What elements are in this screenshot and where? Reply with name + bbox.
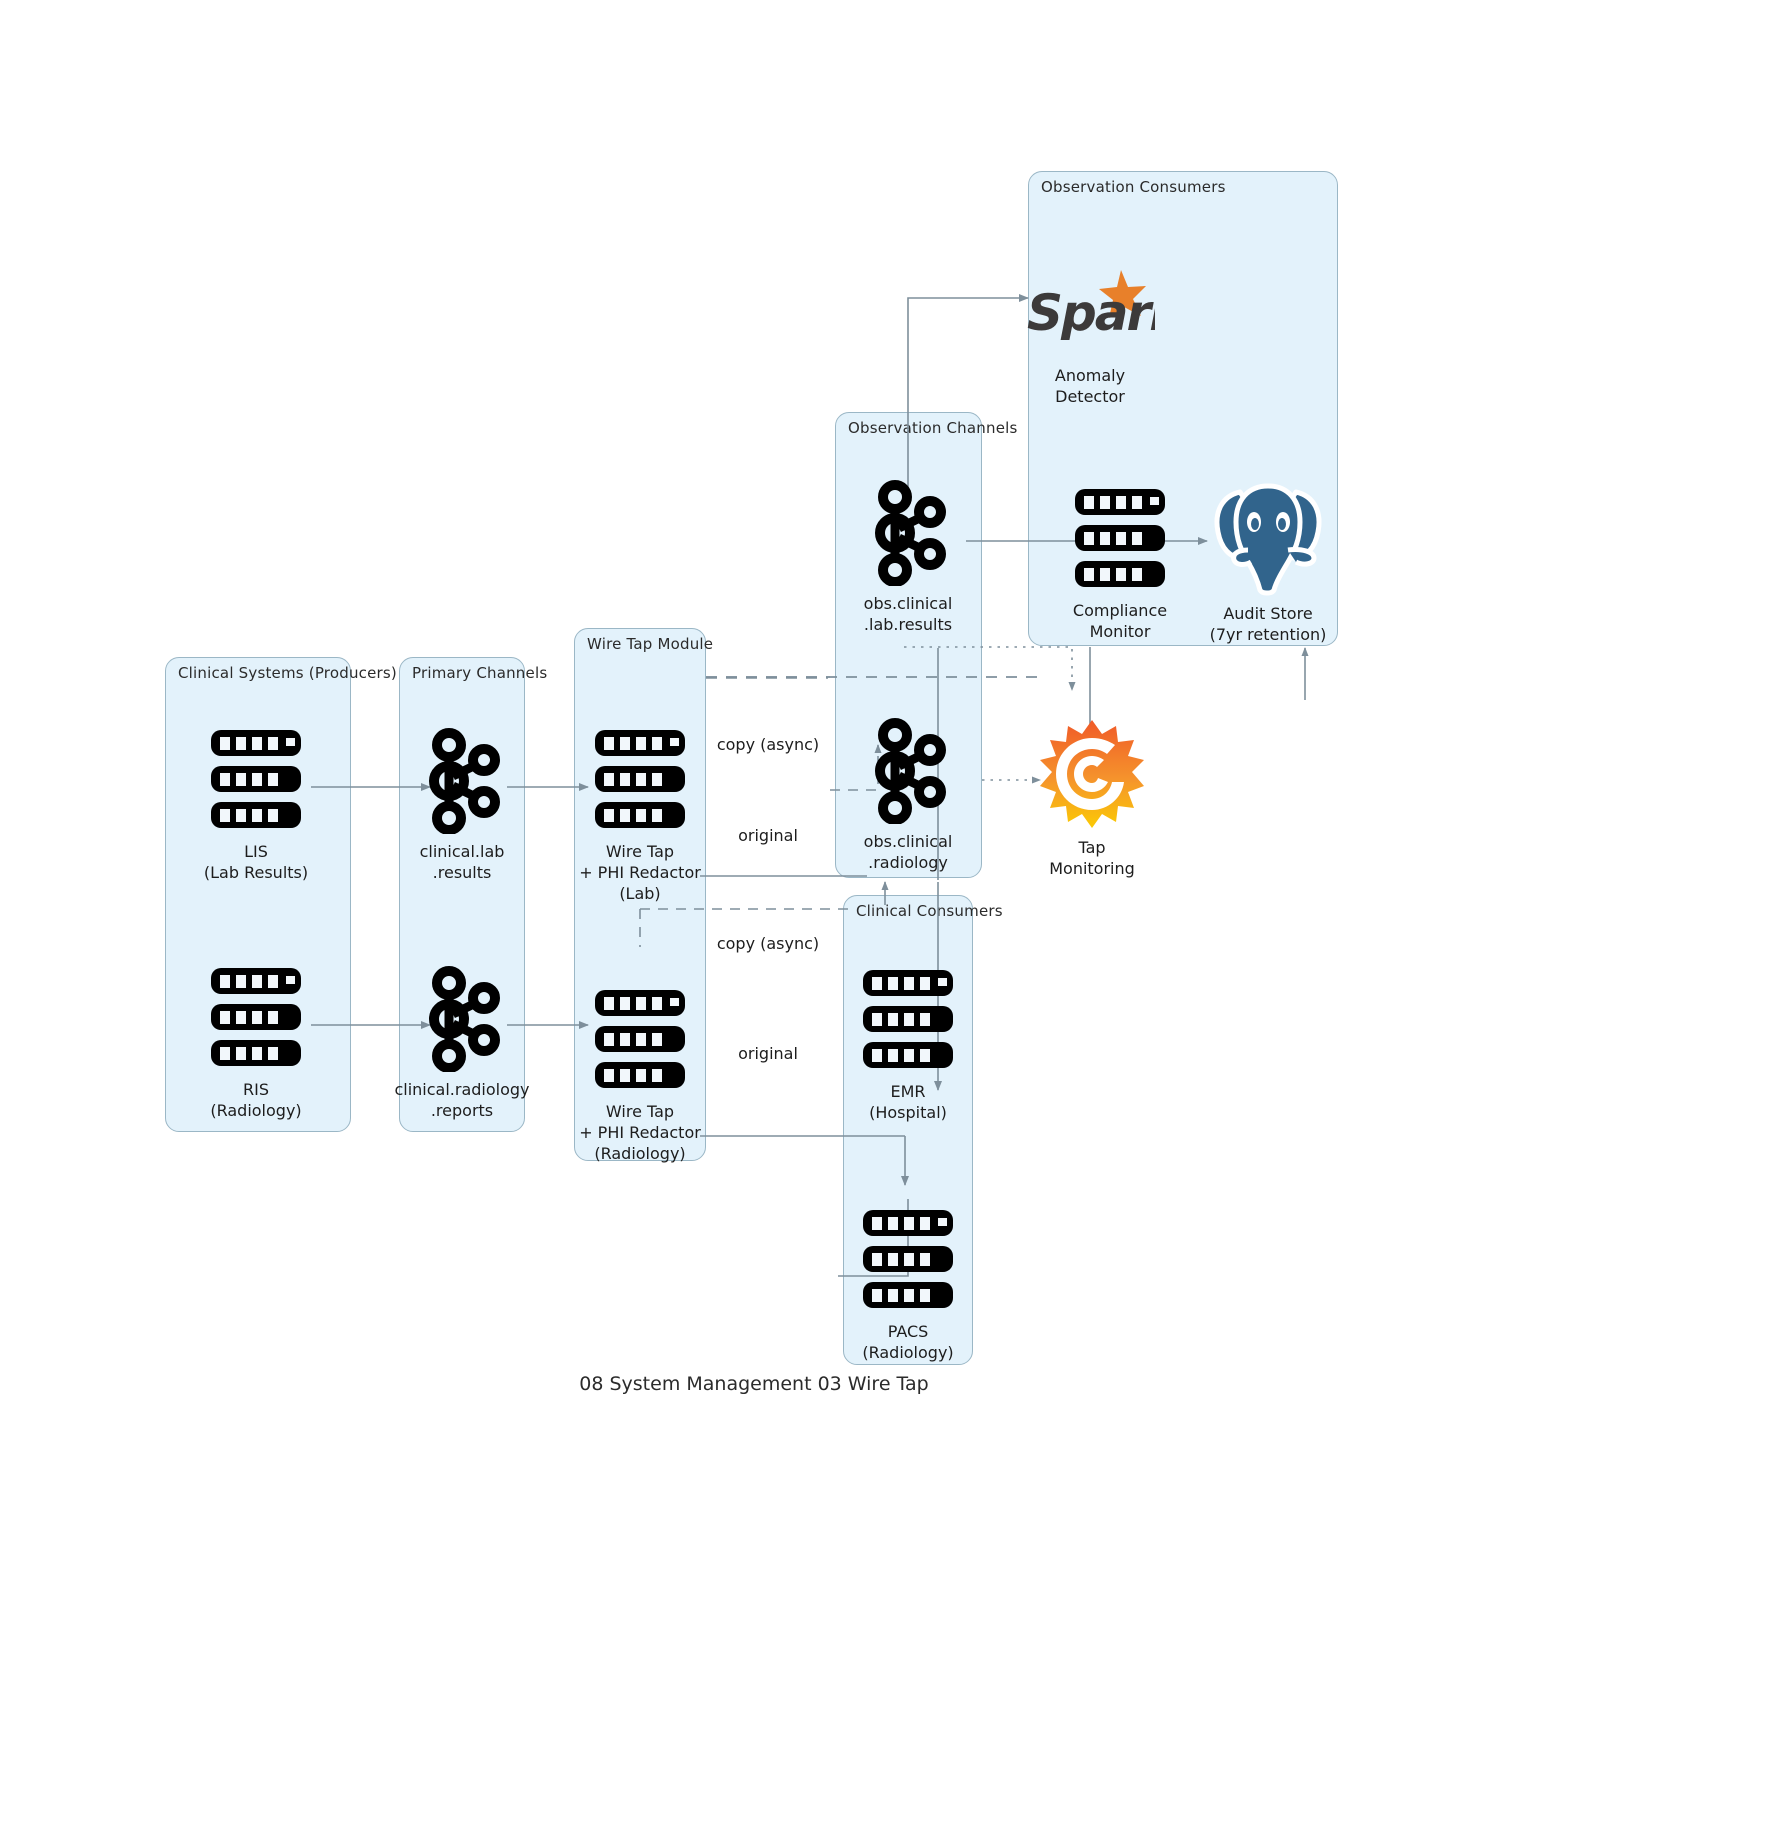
node-compliance-monitor[interactable]: Compliance Monitor [1030,487,1210,643]
kafka-icon [420,728,504,834]
node-label-clinical-lab-results: clinical.lab .results [419,842,505,882]
svg-text:Spark: Spark [1027,284,1155,340]
spark-icon: Spark [1025,268,1155,340]
server-stack-icon [594,988,686,1094]
node-label-anomaly-detector: Anomaly Detector [1054,366,1126,406]
node-lis[interactable]: LIS (Lab Results) [166,728,346,884]
node-label-wire-tap-radiology: Wire Tap + PHI Redactor (Radiology) [579,1102,701,1163]
group-title-primary-channels: Primary Channels [412,664,548,682]
node-label-obs-clinical-radiology: obs.clinical .radiology [863,832,953,872]
server-stack-icon [1074,487,1166,593]
node-label-lis: LIS (Lab Results) [203,842,309,882]
node-anomaly-detector[interactable]: Spark Anomaly Detector [1000,268,1180,408]
kafka-icon [866,480,950,586]
group-title-clinical-systems: Clinical Systems (Producers) [178,664,397,682]
diagram-caption: 08 System Management 03 Wire Tap [579,1373,929,1395]
node-label-emr: EMR (Hospital) [869,1082,947,1122]
node-label-ris: RIS (Radiology) [210,1080,302,1120]
edge-label-copy-async-lab: copy (async) [716,735,820,754]
group-title-clinical-consumers: Clinical Consumers [856,902,1003,920]
edge-label-original-lab: original [738,826,798,845]
edge-label-copy-async-radiology: copy (async) [716,934,820,953]
group-title-wire-tap-module: Wire Tap Module [587,635,714,653]
node-label-audit-store: Audit Store (7yr retention) [1209,604,1327,644]
postgresql-icon [1210,478,1326,596]
server-stack-icon [594,728,686,834]
node-label-wire-tap-lab: Wire Tap + PHI Redactor (Lab) [579,842,701,903]
node-label-compliance-monitor: Compliance Monitor [1072,601,1168,641]
node-clinical-lab-results[interactable]: clinical.lab .results [372,728,552,884]
node-label-tap-monitoring: Tap Monitoring [1049,838,1135,878]
node-pacs[interactable]: PACS (Radiology) [818,1208,998,1364]
node-obs-clinical-radiology[interactable]: obs.clinical .radiology [818,718,998,874]
node-clinical-radiology-reports[interactable]: clinical.radiology .reports [372,966,552,1122]
node-wire-tap-radiology[interactable]: Wire Tap + PHI Redactor (Radiology) [550,988,730,1164]
node-obs-clinical-lab-results[interactable]: obs.clinical .lab.results [818,480,998,636]
node-audit-store[interactable]: Audit Store (7yr retention) [1178,478,1358,646]
server-stack-icon [862,968,954,1074]
group-title-observation-channels: Observation Channels [848,419,1018,437]
node-wire-tap-lab[interactable]: Wire Tap + PHI Redactor (Lab) [550,728,730,904]
edge-label-original-radiology: original [738,1044,798,1063]
node-label-obs-clinical-lab-results: obs.clinical .lab.results [863,594,953,634]
node-ris[interactable]: RIS (Radiology) [166,966,346,1122]
server-stack-icon [210,728,302,834]
node-label-clinical-radiology-reports: clinical.radiology .reports [394,1080,530,1120]
kafka-icon [866,718,950,824]
kafka-icon [420,966,504,1072]
group-title-observation-consumers: Observation Consumers [1041,178,1226,196]
server-stack-icon [862,1208,954,1314]
node-label-pacs: PACS (Radiology) [862,1322,954,1362]
server-stack-icon [210,966,302,1072]
grafana-icon [1036,718,1148,830]
node-emr[interactable]: EMR (Hospital) [818,968,998,1124]
node-tap-monitoring[interactable]: Tap Monitoring [1002,718,1182,880]
